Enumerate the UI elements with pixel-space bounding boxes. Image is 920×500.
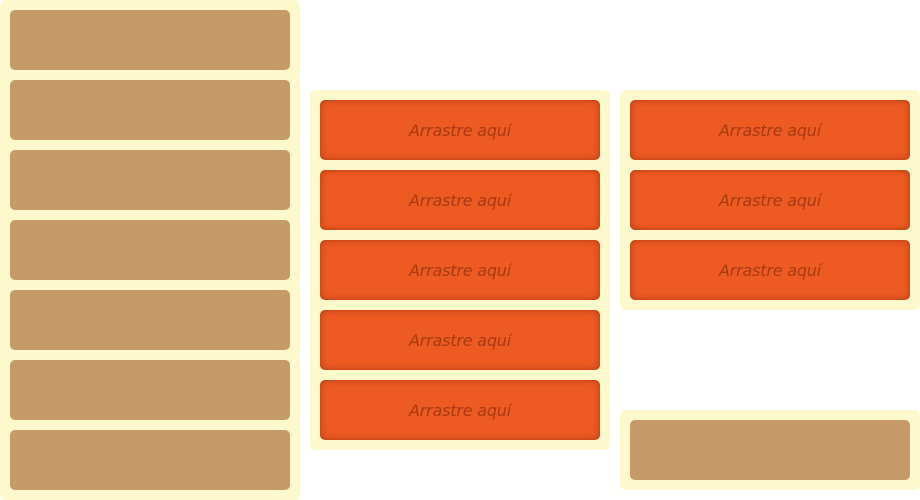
drop-slot-2-3[interactable]: Arrastre aquí [630,240,910,300]
draggable-item-7[interactable] [10,430,290,490]
draggable-item-5[interactable] [10,290,290,350]
drop-slot-2-1[interactable]: Arrastre aquí [630,100,910,160]
drop-slot-2-2[interactable]: Arrastre aquí [630,170,910,230]
drop-slot-1-1[interactable]: Arrastre aquí [320,100,600,160]
drop-zone-column-1: Arrastre aquí Arrastre aquí Arrastre aqu… [310,90,610,450]
drop-slot-label: Arrastre aquí [409,330,511,350]
drop-slot-label: Arrastre aquí [719,260,821,280]
draggable-item-2[interactable] [10,80,290,140]
draggable-item-8[interactable] [630,420,910,480]
drop-slot-label: Arrastre aquí [409,190,511,210]
drop-slot-label: Arrastre aquí [409,120,511,140]
drop-slot-label: Arrastre aquí [719,190,821,210]
drop-slot-label: Arrastre aquí [409,400,511,420]
draggable-item-6[interactable] [10,360,290,420]
drop-slot-label: Arrastre aquí [409,260,511,280]
secondary-draggable-panel [620,410,920,490]
drop-slot-1-5[interactable]: Arrastre aquí [320,380,600,440]
drop-slot-1-4[interactable]: Arrastre aquí [320,310,600,370]
drop-slot-label: Arrastre aquí [719,120,821,140]
drop-slot-1-3[interactable]: Arrastre aquí [320,240,600,300]
draggable-item-1[interactable] [10,10,290,70]
draggable-items-panel [0,0,300,500]
draggable-item-3[interactable] [10,150,290,210]
drop-slot-1-2[interactable]: Arrastre aquí [320,170,600,230]
drop-zone-column-2: Arrastre aquí Arrastre aquí Arrastre aqu… [620,90,920,310]
draggable-item-4[interactable] [10,220,290,280]
